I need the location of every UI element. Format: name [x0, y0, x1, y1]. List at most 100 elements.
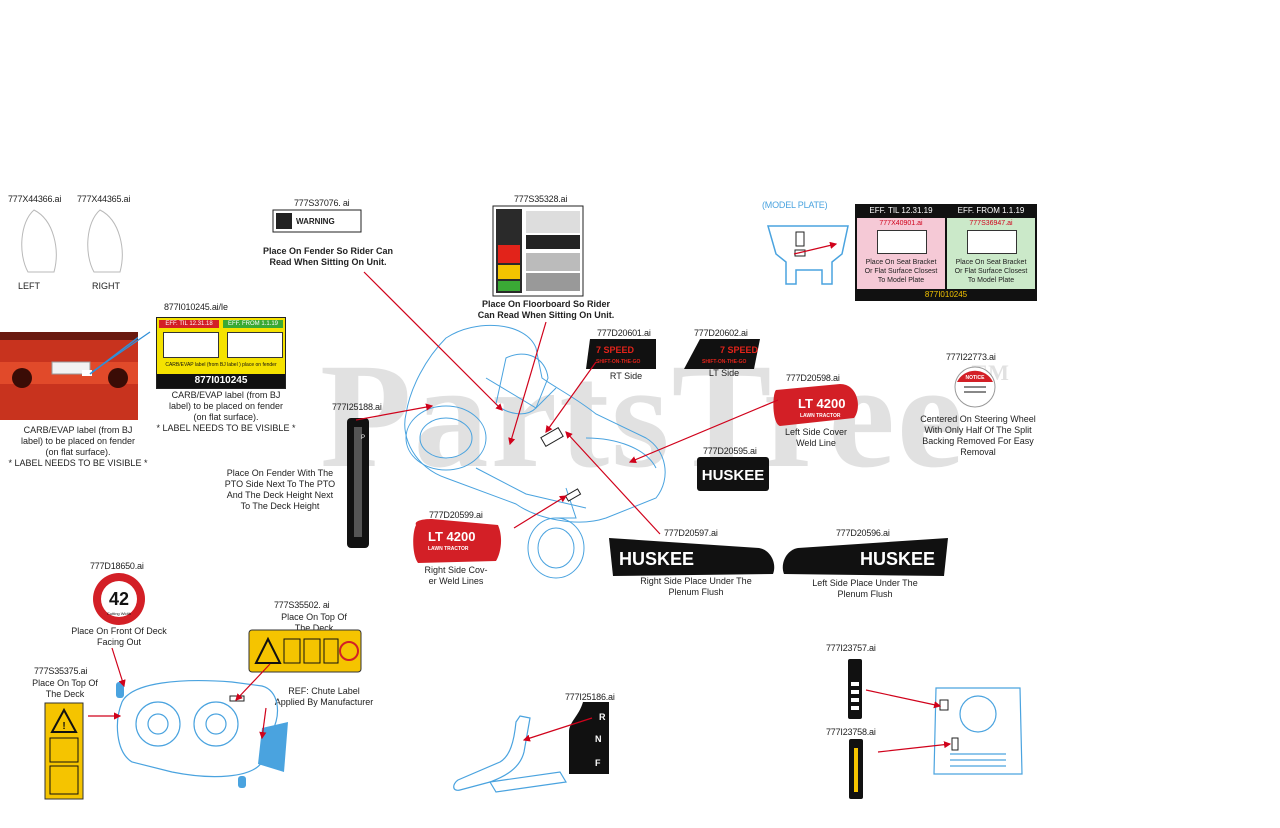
notice-round-label: NOTICE [954, 366, 996, 408]
left-right-decals [21, 209, 123, 273]
arrow-throttle-2 [877, 741, 952, 753]
range-f: F [595, 758, 601, 768]
carb-label: EFF. TIL 12.31.18 EFF. FROM 1.1.19 CARB/… [156, 317, 286, 389]
arrow-right-plenum [565, 431, 661, 535]
part-number: 877I010245.ai/Ie [164, 302, 228, 312]
model-plate-card: EFF. TIL 12.31.19 EFF. FROM 1.1.19 777X4… [855, 204, 1037, 301]
arrow-deck-top [235, 663, 271, 701]
caption-rt-side: RT Side [609, 371, 643, 381]
caption-steering: Centered On Steering Wheel With Only Hal… [920, 414, 1036, 457]
caption-pto: Place On Fender With The PTO Side Next T… [224, 468, 336, 511]
arrow-range [522, 717, 593, 742]
arrow-fender [363, 271, 503, 411]
seven-speed-lt: 7 SPEED SHIFT-ON-THE-GO [684, 339, 760, 369]
part-number: 777D20596.ai [836, 528, 890, 538]
lawn-tractor-text: LAWN TRACTOR [800, 413, 841, 419]
part-number: 777S35502. ai [274, 600, 330, 610]
pto-tag: P [361, 435, 365, 441]
deck-warning-strip [248, 629, 362, 673]
plate-left-panel: 777X40901.ai Place On Seat Bracket Or Fl… [857, 218, 945, 289]
carb-sticker-left [163, 332, 219, 358]
lawn-tractor-text: LAWN TRACTOR [428, 546, 469, 552]
deck-size-sub: Cutting Width [107, 611, 131, 616]
part-number: 777S35375.ai [34, 666, 88, 676]
seat-bracket-diagram [767, 225, 849, 285]
caption-deck-top-2: Place On Top Of The Deck [32, 678, 98, 699]
seven-speed-text: 7 SPEED [596, 345, 635, 355]
huskee-small-label: HUSKEE [697, 457, 769, 491]
tractor-diagram [404, 324, 666, 579]
deck-top-label: ! [44, 702, 84, 800]
part-number: 777D20602.ai [694, 328, 748, 338]
range-selector-label: R N F [569, 702, 609, 774]
carb-sticker-right [227, 332, 283, 358]
pedal-diagram [453, 715, 567, 793]
carb-bar: CARB/EVAP label (from BJ label ) place o… [165, 362, 277, 368]
caption-floorboard: Place On Floorboard So Rider Can Read Wh… [477, 299, 615, 320]
part-number: 777I22773.ai [946, 352, 996, 362]
notice-text: NOTICE [966, 375, 986, 381]
seven-speed-text: 7 SPEED [720, 345, 759, 355]
part-number: 777I25186.ai [565, 692, 615, 702]
caption-deck-front: Place On Front Of Deck Facing Out [71, 626, 167, 647]
carb-eff-from: EFF. FROM 1.1.19 [223, 320, 283, 328]
shift-text: SHIFT-ON-THE-GO [596, 359, 641, 365]
carb-number: 877I010245 [157, 374, 285, 388]
plate-bottom-number: 877I010245 [924, 290, 968, 299]
part-number: 777D18650.ai [90, 561, 144, 571]
eff-from: EFF. FROM 1.1.19 [957, 206, 1025, 215]
part-number: 777D20601.ai [597, 328, 651, 338]
lt4200-text: LT 4200 [428, 529, 475, 544]
caption-left-cover: Left Side Cover Weld Line [784, 427, 848, 448]
range-n: N [595, 734, 602, 744]
part-number: 777X44366.ai [8, 194, 62, 204]
tractor-rear-photo [0, 332, 138, 420]
lt4200-right-label: LT 4200 LAWN TRACTOR [413, 519, 502, 563]
warning-text: WARNING [296, 217, 335, 226]
arrow-throttle-1 [865, 689, 942, 709]
part-number: 777I23758.ai [826, 727, 876, 737]
plate-right-sticker [967, 230, 1017, 254]
lt4200-text: LT 4200 [798, 396, 845, 411]
part-number: 777I23757.ai [826, 643, 876, 653]
part-number: 777D20595.ai [703, 446, 757, 456]
arrow-carb [91, 331, 151, 373]
caption-carb-right: CARB/EVAP label (from BJ label) to be pl… [156, 390, 296, 433]
seven-speed-rt: 7 SPEED SHIFT-ON-THE-GO [586, 339, 656, 369]
plate-right-part: 777S36947.ai [969, 220, 1013, 227]
part-number: 777D20597.ai [664, 528, 718, 538]
caption-left: LEFT [17, 281, 40, 291]
svg-text:!: ! [62, 721, 65, 732]
arrow-deck-front [111, 647, 126, 688]
part-number: 777S35328.ai [514, 194, 568, 204]
part-number: 777D20599.ai [429, 510, 483, 520]
huskee-right-plenum-label: HUSKEE [609, 538, 775, 576]
part-number: 777I25188.ai [332, 402, 382, 412]
caption-chute: REF: Chute Label Applied By Manufacturer [274, 686, 374, 707]
plate-left-sticker [877, 230, 927, 254]
part-number: 777D20598.ai [786, 373, 840, 383]
floorboard-label [492, 205, 584, 297]
huskee-text: HUSKEE [619, 549, 694, 569]
throttle-strip-1 [848, 659, 862, 719]
part-number: 777S37076. ai [294, 198, 350, 208]
throttle-strip-2 [849, 739, 863, 799]
lt4200-left-label: LT 4200 LAWN TRACTOR [773, 384, 858, 426]
arrow-pto [355, 403, 434, 421]
caption-lt-side: LT Side [708, 368, 740, 378]
model-plate-label: (MODEL PLATE) [762, 200, 828, 210]
caption-carb-left: CARB/EVAP label (from BJ label) to be pl… [8, 425, 148, 468]
caption-right-plenum: Right Side Place Under The Plenum Flush [640, 576, 752, 597]
caption-left-plenum: Left Side Place Under The Plenum Flush [812, 578, 918, 599]
caption-fender: Place On Fender So Rider Can Read When S… [262, 246, 394, 267]
shift-text: SHIFT-ON-THE-GO [702, 359, 747, 365]
plate-left-part: 777X40901.ai [879, 220, 923, 227]
plate-right-panel: 777S36947.ai Place On Seat Bracket Or Fl… [947, 218, 1035, 289]
warning-label: WARNING [272, 209, 362, 233]
pto-height-strip: P [347, 418, 369, 548]
arrow-floorboard [508, 321, 547, 446]
arrow-right-cover [513, 495, 568, 529]
caption-right: RIGHT [92, 281, 120, 291]
arrow-chute [259, 707, 267, 740]
